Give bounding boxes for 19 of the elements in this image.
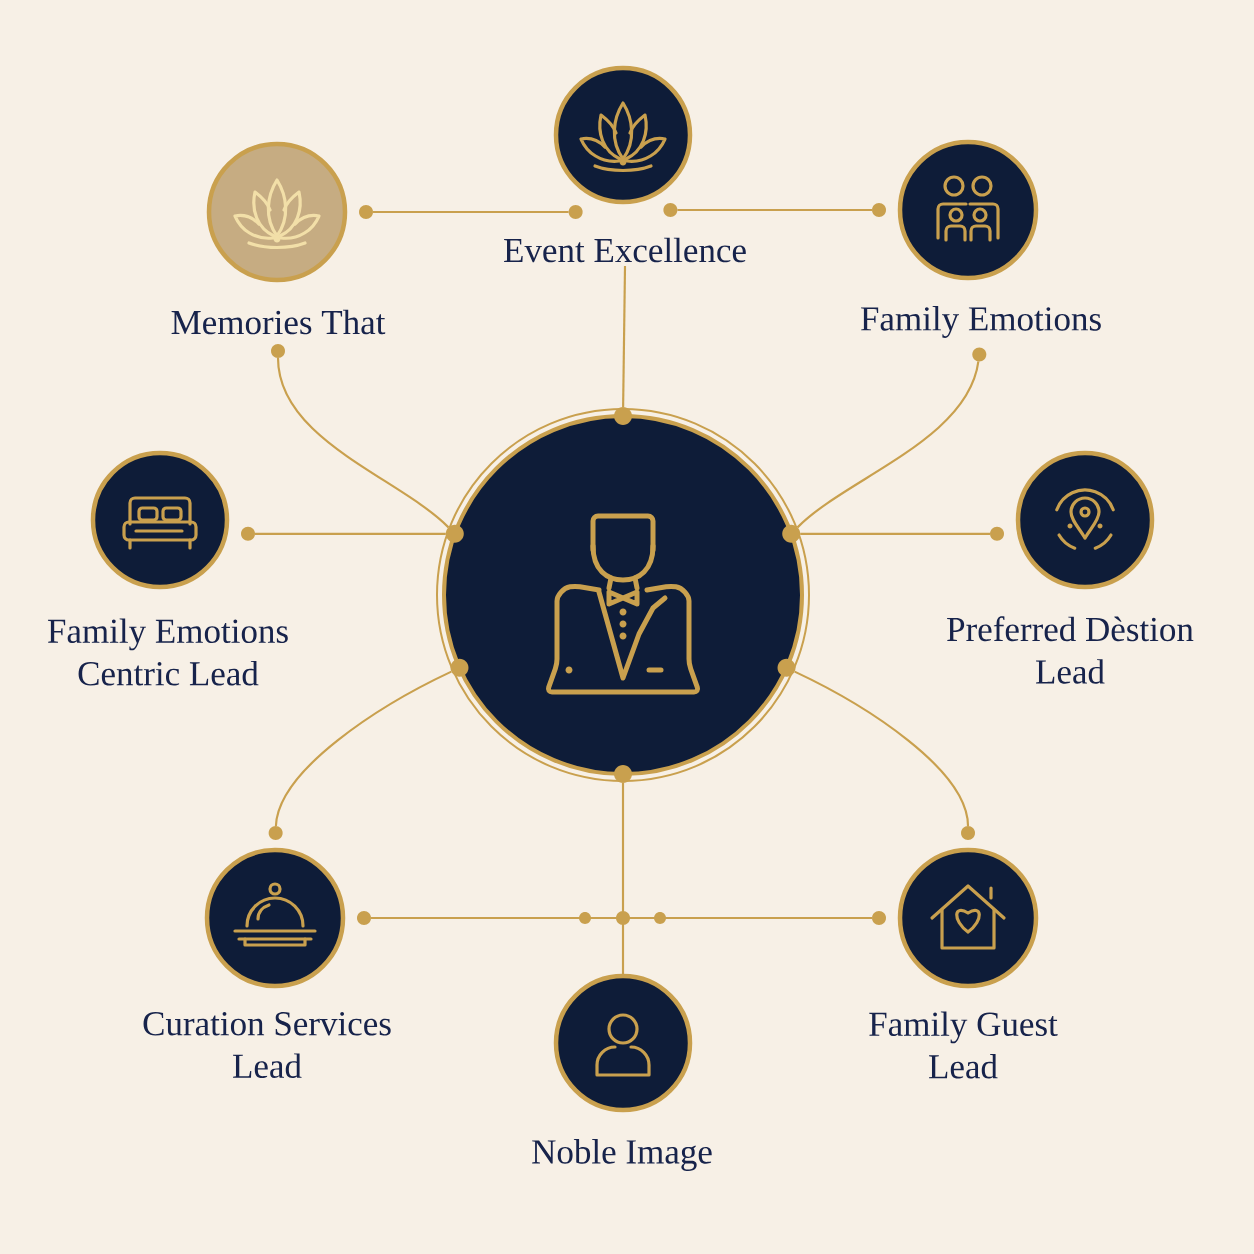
node-label: Family Guest Lead <box>869 1011 1058 1079</box>
connector <box>621 783 625 976</box>
connector <box>255 532 446 535</box>
node-label: Event Excellence <box>504 237 746 263</box>
connector <box>274 670 452 827</box>
connector <box>371 916 872 920</box>
connector <box>794 670 970 827</box>
node-label: Preferred Dèstion Lead <box>947 616 1194 684</box>
node-label: Family Emotions <box>861 306 1101 338</box>
connector <box>796 361 980 529</box>
node-label: Memories That <box>171 309 386 335</box>
connector <box>276 357 450 529</box>
connector <box>800 532 990 535</box>
node-label: Noble Image <box>532 1139 712 1171</box>
connector <box>622 265 627 408</box>
node-label: Family Emotions Centric Lead <box>47 618 288 686</box>
connector <box>373 210 569 214</box>
node-label: Curation Services Lead <box>143 1012 391 1078</box>
connector <box>677 208 872 212</box>
